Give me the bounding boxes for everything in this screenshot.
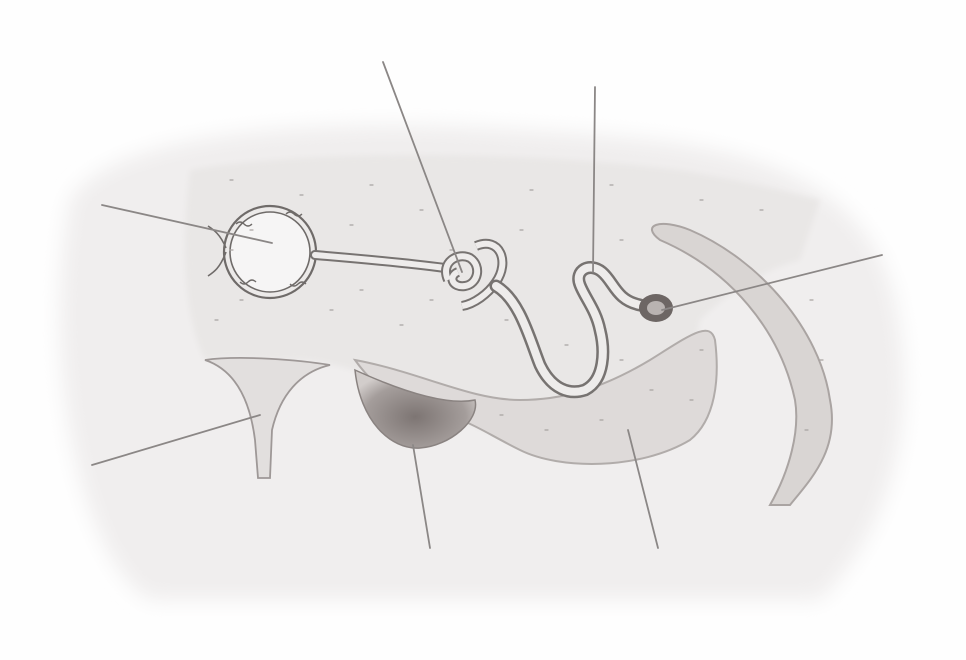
diagram-canvas	[0, 0, 966, 660]
embryo-diagram	[0, 0, 966, 660]
